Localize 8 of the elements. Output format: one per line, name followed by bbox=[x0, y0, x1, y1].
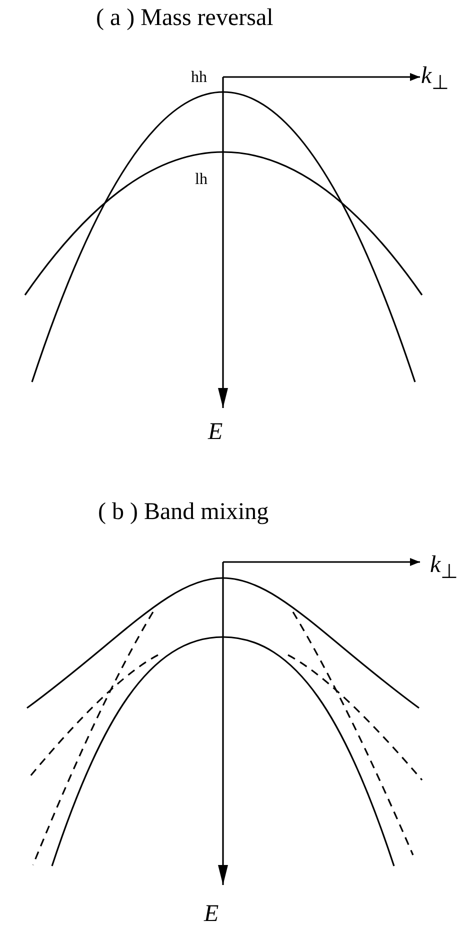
axis-label: E bbox=[204, 902, 219, 926]
panel-title: ( b ) Band mixing bbox=[98, 500, 269, 524]
axis-label: k$_{⊥}$ bbox=[430, 553, 458, 582]
panel-title: ( a ) Mass reversal bbox=[96, 6, 274, 30]
band-label: hh bbox=[191, 70, 207, 86]
axis-label: E bbox=[208, 420, 223, 444]
band-label: lh bbox=[195, 172, 208, 188]
axis-label: k$_{⊥}$ bbox=[421, 64, 449, 93]
